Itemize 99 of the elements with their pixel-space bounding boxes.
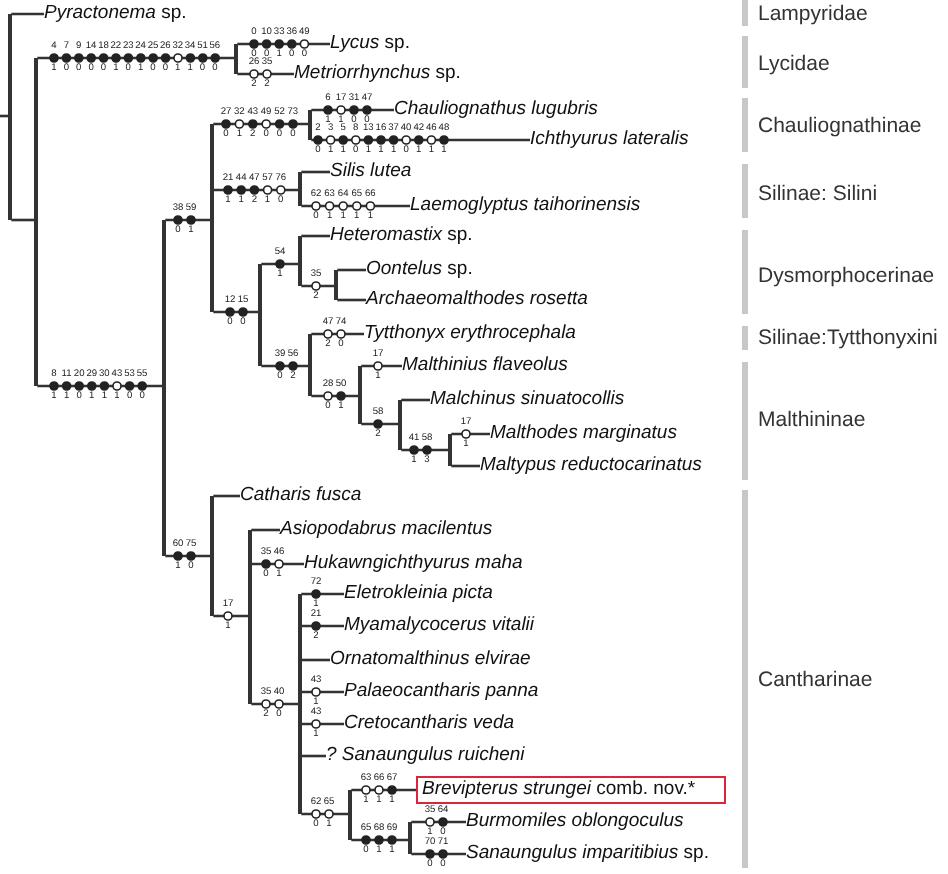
taxon-label: Laemoglyptus taihorinensis — [410, 194, 641, 218]
family-label: Cantharinae — [758, 667, 873, 693]
branch-line — [337, 268, 366, 272]
family-label: Malthininae — [758, 407, 866, 433]
taxon-label: Palaeocantharis panna — [344, 680, 539, 704]
branch-line — [301, 658, 330, 662]
branch-line — [411, 852, 466, 856]
branch-line — [337, 298, 366, 302]
branch-line — [301, 754, 326, 758]
clade-node-line — [408, 822, 412, 854]
branch-line — [301, 592, 344, 596]
branch-line — [351, 838, 409, 842]
branch-line — [311, 332, 364, 336]
branch-line — [251, 702, 299, 706]
taxon-label: Malthodes marginatus — [490, 422, 677, 446]
family-label: Silinae: Silini — [758, 181, 878, 207]
clade-node-line — [348, 790, 352, 840]
clade-node-line — [298, 594, 302, 814]
branch-line — [301, 234, 330, 238]
taxon-label: Ichthyurus lateralis — [530, 128, 689, 152]
branch-line — [213, 188, 299, 192]
taxon-label: Tytthonyx erythrocephala — [364, 322, 576, 346]
taxon-label: Ornatomalthinus elvirae — [330, 648, 531, 672]
branch-line — [261, 262, 299, 266]
taxon-label: Asiopodabrus macilentus — [280, 518, 493, 542]
branch-line — [301, 624, 344, 628]
clade-node-line — [210, 124, 214, 312]
branch-line — [401, 398, 430, 402]
family-label: Chauliognathinae — [758, 113, 922, 139]
clade-node-line — [234, 44, 238, 74]
branch-line — [213, 614, 249, 618]
taxon-label: Oontelus sp. — [366, 258, 473, 282]
clade-node-line — [448, 434, 452, 466]
taxon-label: Silis lutea — [330, 160, 412, 184]
taxon-label: Pyractonema sp. — [44, 2, 187, 26]
taxon-label: ? Sanaungulus ruicheni — [326, 744, 525, 768]
branch-line — [165, 554, 211, 558]
taxon-label: Burmomiles oblongoculus — [466, 810, 684, 834]
branch-line — [213, 494, 240, 498]
branch-line — [237, 42, 330, 46]
branch-line — [361, 364, 402, 368]
clade-node-line — [210, 496, 214, 616]
taxon-label: Metriorrhynchus sp. — [294, 62, 461, 86]
branch-line — [351, 788, 416, 792]
clade-node-line — [308, 110, 312, 140]
branch-line — [411, 820, 466, 824]
clade-node-line — [34, 58, 38, 386]
branch-line — [301, 722, 344, 726]
clade-node-line — [358, 366, 362, 424]
family-label: Lycidae — [758, 51, 830, 77]
clade-node-line — [162, 220, 166, 556]
branch-line — [251, 562, 304, 566]
taxon-label: Lycus sp. — [330, 32, 410, 56]
taxon-label: Cretocantharis veda — [344, 712, 515, 736]
branch-line — [311, 394, 359, 398]
branch-line — [37, 56, 235, 60]
branch-line — [401, 448, 449, 452]
taxon-label: Malchinus sinuatocollis — [430, 388, 625, 412]
branch-line — [11, 218, 35, 222]
taxon-label: Catharis fusca — [240, 484, 362, 508]
family-label: Lampyridae — [758, 1, 868, 27]
highlighted-taxon-label: Brevipterus strungei comb. nov.* — [416, 775, 726, 804]
clade-node-line — [298, 236, 302, 286]
branch-line — [451, 464, 480, 468]
branch-line — [213, 122, 309, 126]
taxon-label: Sanaungulus imparitibius sp. — [466, 842, 709, 866]
clade-node-line — [298, 172, 302, 206]
branch-line — [261, 364, 309, 368]
clade-node-line — [258, 264, 262, 366]
branch-line — [165, 218, 211, 222]
branch-line — [237, 72, 294, 76]
branch-line — [301, 284, 335, 288]
clade-node-line — [334, 270, 338, 300]
taxon-label: Myamalycocerus vitalii — [344, 614, 535, 638]
branch-line — [361, 422, 399, 426]
clade-node-line — [8, 14, 12, 220]
taxon-label: Maltypus reductocarinatus — [480, 454, 702, 478]
clade-node-line — [308, 334, 312, 396]
branch-line — [451, 432, 490, 436]
clade-node-line — [398, 400, 402, 450]
family-label: Dysmorphocerinae — [758, 263, 935, 289]
branch-line — [311, 138, 530, 142]
branch-line — [301, 690, 344, 694]
taxon-label: Eletrokleinia picta — [344, 582, 493, 606]
branch-line — [311, 108, 394, 112]
branch-line — [11, 12, 44, 16]
taxon-label: Archaeomalthodes rosetta — [366, 288, 588, 312]
taxon-label: Chauliognathus lugubris — [394, 98, 598, 122]
family-label: Silinae:Tytthonyxini — [758, 325, 938, 351]
taxon-label: Malthinius flaveolus — [402, 354, 568, 378]
branch-line — [301, 170, 330, 174]
clade-node-line — [248, 530, 252, 704]
branch-line — [213, 310, 259, 314]
taxon-label: Hukawngichthyurus maha — [304, 552, 523, 576]
branch-line — [301, 812, 349, 816]
branch-line — [251, 528, 280, 532]
branch-line — [301, 204, 410, 208]
taxon-label: Heteromastix sp. — [330, 224, 473, 248]
branch-line — [37, 384, 163, 388]
